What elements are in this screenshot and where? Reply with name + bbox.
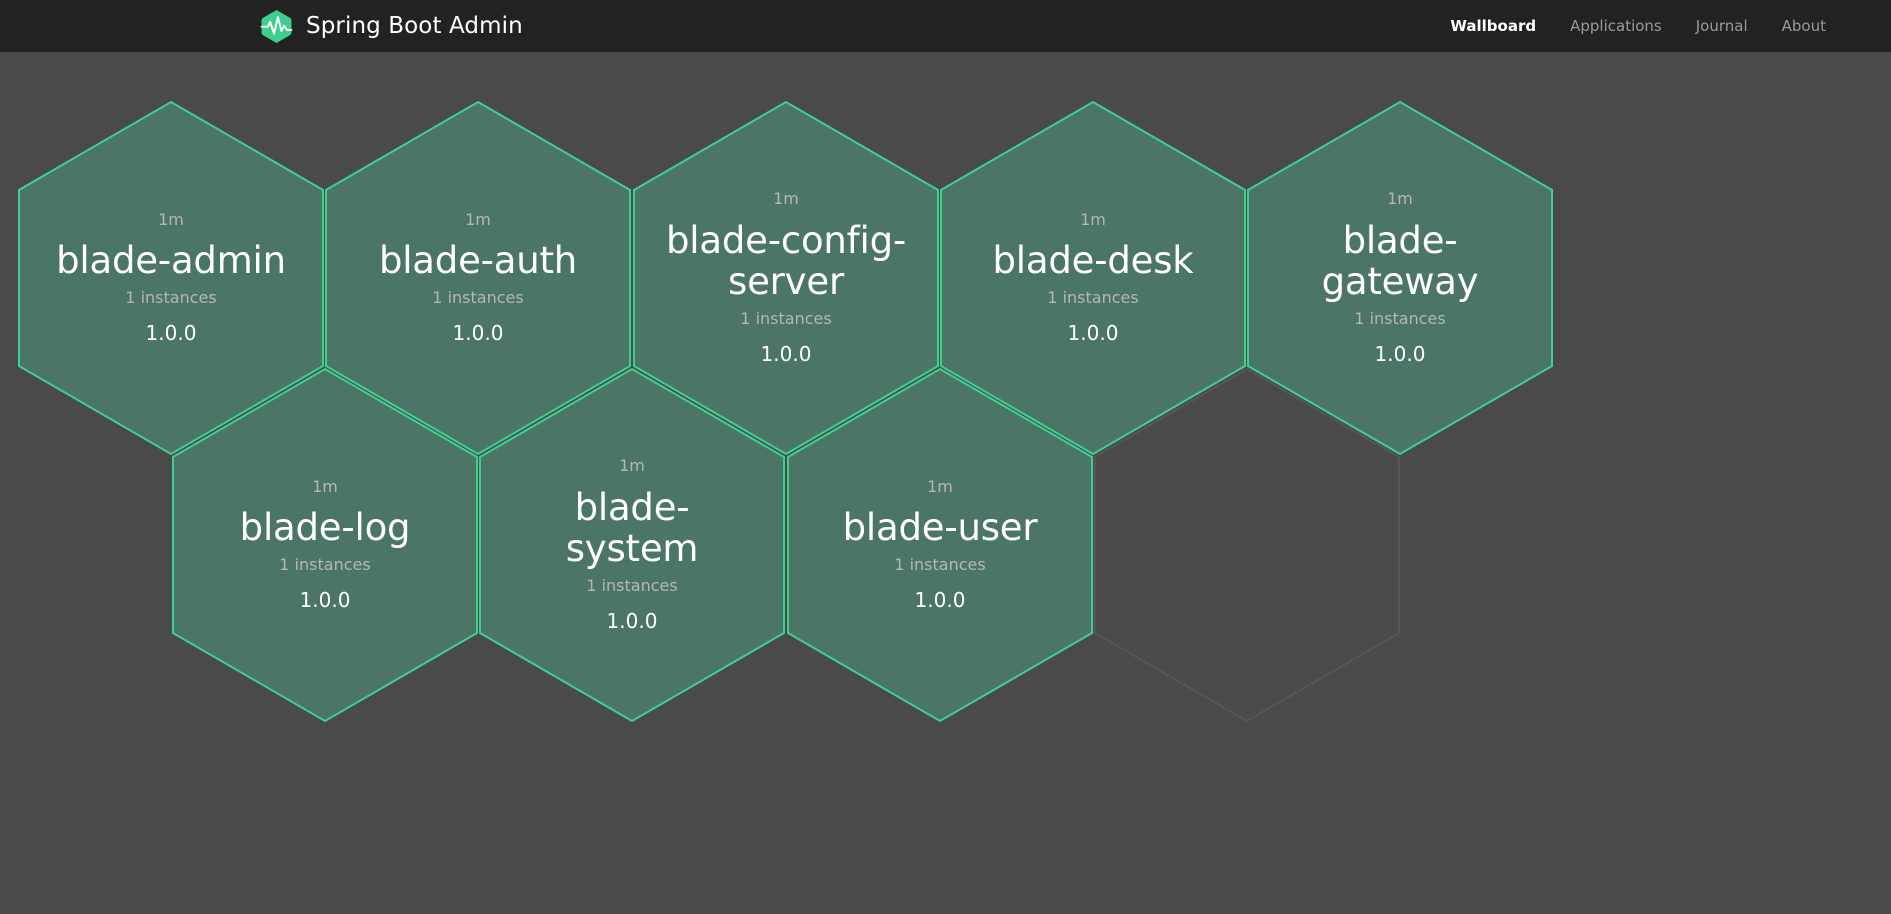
hexagon-app-name: blade-gateway	[1321, 218, 1479, 304]
hexagon-shape-icon	[940, 100, 1246, 456]
hexagon-status: 1m	[619, 456, 645, 476]
application-hexagon-blade-desk[interactable]: 1m blade-desk 1 instances 1.0.0	[939, 100, 1247, 456]
hexagon-shape-icon	[18, 100, 324, 456]
primary-nav: Wallboard Applications Journal About	[1433, 11, 1843, 41]
heartbeat-hexagon-icon	[260, 9, 293, 43]
hexagon-instances: 1 instances	[894, 554, 986, 574]
nav-link-wallboard[interactable]: Wallboard	[1450, 17, 1537, 35]
hexagon-app-name: blade-auth	[378, 239, 578, 283]
wallboard-canvas: 1m blade-admin 1 instances 1.0.0 1m blad…	[0, 52, 1891, 914]
hexagon-instances: 1 instances	[1047, 287, 1139, 307]
nav-link-about[interactable]: About	[1781, 17, 1826, 35]
hexagon-status: 1m	[1387, 189, 1413, 209]
hexagon-content[interactable]: 1m blade-config-server 1 instances 1.0.0	[632, 100, 940, 456]
brand-title: Spring Boot Admin	[306, 13, 523, 39]
hexagon-content[interactable]: 1m blade-desk 1 instances 1.0.0	[939, 100, 1247, 456]
hexagon-app-name: blade-admin	[56, 239, 286, 283]
hexagon-version: 1.0.0	[299, 588, 351, 613]
hexagon-instances: 1 instances	[1354, 308, 1446, 328]
application-hexagon-blade-gateway[interactable]: 1m blade-gateway 1 instances 1.0.0	[1246, 100, 1554, 456]
application-hexagon-blade-log[interactable]: 1m blade-log 1 instances 1.0.0	[171, 367, 479, 723]
hexagon-shape-icon	[787, 367, 1093, 723]
hexagon-instances: 1 instances	[740, 308, 832, 328]
application-hexagon-blade-admin[interactable]: 1m blade-admin 1 instances 1.0.0	[17, 100, 325, 456]
hexagon-instances: 1 instances	[432, 287, 524, 307]
hexagon-instances: 1 instances	[125, 287, 217, 307]
hexagon-content[interactable]: 1m blade-admin 1 instances 1.0.0	[17, 100, 325, 456]
hexagon-outline-icon	[1094, 367, 1400, 723]
hexagon-content[interactable]: 1m blade-user 1 instances 1.0.0	[786, 367, 1094, 723]
hexagon-instances: 1 instances	[279, 554, 371, 574]
hexagon-status: 1m	[465, 209, 491, 229]
hexagon-instances: 1 instances	[586, 575, 678, 595]
hexagon-version: 1.0.0	[606, 608, 658, 633]
empty-hexagon-placeholder	[1093, 367, 1401, 723]
application-hexagon-blade-config-server[interactable]: 1m blade-config-server 1 instances 1.0.0	[632, 100, 940, 456]
top-navbar: Spring Boot Admin Wallboard Applications…	[0, 0, 1891, 52]
hexagon-app-name: blade-system	[565, 485, 699, 571]
application-hexagon-blade-system[interactable]: 1m blade-system 1 instances 1.0.0	[478, 367, 786, 723]
hexagon-status: 1m	[158, 209, 184, 229]
hexagon-version: 1.0.0	[760, 341, 812, 366]
hexagon-app-name: blade-log	[239, 506, 411, 550]
hexagon-shape-icon	[1247, 100, 1553, 456]
hexagon-app-name: blade-config-server	[666, 218, 907, 304]
hexagon-app-name: blade-desk	[992, 239, 1194, 283]
nav-link-journal[interactable]: Journal	[1695, 17, 1748, 35]
hexagon-version: 1.0.0	[145, 321, 197, 346]
hexagon-content[interactable]: 1m blade-auth 1 instances 1.0.0	[324, 100, 632, 456]
hexagon-version: 1.0.0	[452, 321, 504, 346]
hexagon-shape-icon	[172, 367, 478, 723]
hexagon-status: 1m	[927, 476, 953, 496]
hexagon-shape-icon	[479, 367, 785, 723]
hexagon-status: 1m	[773, 189, 799, 209]
hexagon-content[interactable]: 1m blade-gateway 1 instances 1.0.0	[1246, 100, 1554, 456]
hexagon-shape-icon	[633, 100, 939, 456]
hexagon-shape-icon	[325, 100, 631, 456]
hexagon-status: 1m	[1080, 209, 1106, 229]
application-hexagon-blade-user[interactable]: 1m blade-user 1 instances 1.0.0	[786, 367, 1094, 723]
hexagon-content[interactable]: 1m blade-system 1 instances 1.0.0	[478, 367, 786, 723]
application-hexagon-blade-auth[interactable]: 1m blade-auth 1 instances 1.0.0	[324, 100, 632, 456]
hexagon-version: 1.0.0	[1374, 341, 1426, 366]
hexagon-version: 1.0.0	[914, 588, 966, 613]
brand-home-link[interactable]: Spring Boot Admin	[258, 8, 523, 45]
hexagon-content[interactable]: 1m blade-log 1 instances 1.0.0	[171, 367, 479, 723]
hexagon-version: 1.0.0	[1067, 321, 1119, 346]
hexagon-status: 1m	[312, 476, 338, 496]
nav-link-applications[interactable]: Applications	[1570, 17, 1662, 35]
hexagon-app-name: blade-user	[842, 506, 1038, 550]
